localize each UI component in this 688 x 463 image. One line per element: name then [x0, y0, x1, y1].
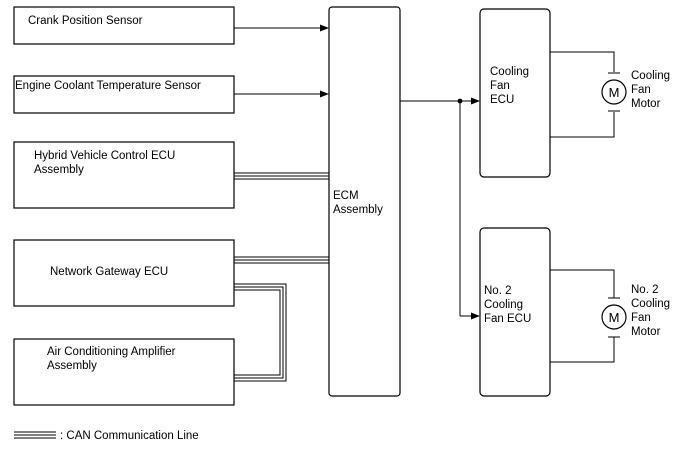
- network-gateway-ecu: Network Gateway ECU: [13, 239, 235, 307]
- ecm-fan-signal-line: [400, 97, 480, 320]
- can-line-legend-label: : CAN Communication Line: [60, 430, 199, 442]
- coolant-signal-line: [234, 90, 329, 98]
- can-line-legend-symbol: [14, 431, 56, 439]
- motor-icon: [601, 79, 627, 105]
- fan-motor-2-label-line-4: Motor: [631, 326, 661, 338]
- ac-amplifier-label-line-1: Air Conditioning Amplifier: [47, 346, 176, 358]
- fan-ecu-2-label-line-2: Cooling: [484, 299, 523, 311]
- fan-ecu-1-label-line-3: ECU: [490, 94, 514, 106]
- can-line-gateway-ac-amplifier: [234, 283, 287, 382]
- fan-motor-1-label-line-3: Motor: [631, 98, 661, 110]
- motor-symbol: M: [609, 310, 620, 325]
- cooling-fan-motor: M Cooling Fan Motor: [550, 51, 670, 138]
- can-line-gateway-ecm: [234, 256, 329, 264]
- crank-position-sensor: Crank Position Sensor: [13, 6, 235, 45]
- fan-ecu-2-label-line-1: No. 2: [484, 285, 512, 297]
- legend: : CAN Communication Line: [14, 430, 199, 442]
- no2-cooling-fan-ecu: No. 2 Cooling Fan ECU: [479, 227, 551, 397]
- air-conditioning-amplifier: Air Conditioning Amplifier Assembly: [13, 338, 235, 406]
- fan-motor-1-label-line-2: Fan: [631, 84, 651, 96]
- crank-position-sensor-label: Crank Position Sensor: [28, 15, 143, 27]
- hybrid-ecu-label-line-2: Assembly: [34, 164, 84, 176]
- motor-icon: [601, 304, 627, 330]
- cooling-fan-ecu: Cooling Fan ECU: [479, 8, 551, 178]
- fan-motor-1-label-line-1: Cooling: [631, 70, 670, 82]
- hybrid-vehicle-control-ecu: Hybrid Vehicle Control ECU Assembly: [13, 141, 235, 209]
- hybrid-ecu-label-line-1: Hybrid Vehicle Control ECU: [34, 150, 175, 162]
- fan-motor-2-label-line-3: Fan: [631, 312, 651, 324]
- ecm-label-line-2: Assembly: [333, 204, 383, 216]
- motor-symbol: M: [609, 85, 620, 100]
- crank-signal-line: [234, 24, 329, 32]
- ac-amplifier-label-line-2: Assembly: [47, 360, 97, 372]
- ecm-assembly: ECM Assembly: [328, 6, 401, 397]
- ecm-label-line-1: ECM: [333, 190, 359, 202]
- coolant-sensor-label: Engine Coolant Temperature Sensor: [15, 80, 201, 92]
- can-line-hybrid-ecm: [234, 172, 329, 180]
- no2-cooling-fan-motor: M No. 2 Cooling Fan Motor: [550, 269, 670, 363]
- fan-ecu-1-label-line-1: Cooling: [490, 66, 529, 78]
- fan-ecu-2-label-line-3: Fan ECU: [484, 313, 531, 325]
- gateway-ecu-label: Network Gateway ECU: [50, 266, 168, 278]
- junction-dot: [457, 98, 463, 104]
- fan-ecu-1-label-line-2: Fan: [490, 80, 510, 92]
- engine-coolant-temperature-sensor: Engine Coolant Temperature Sensor: [13, 75, 235, 114]
- fan-motor-2-label-line-1: No. 2: [631, 284, 659, 296]
- fan-motor-2-label-line-2: Cooling: [631, 298, 670, 310]
